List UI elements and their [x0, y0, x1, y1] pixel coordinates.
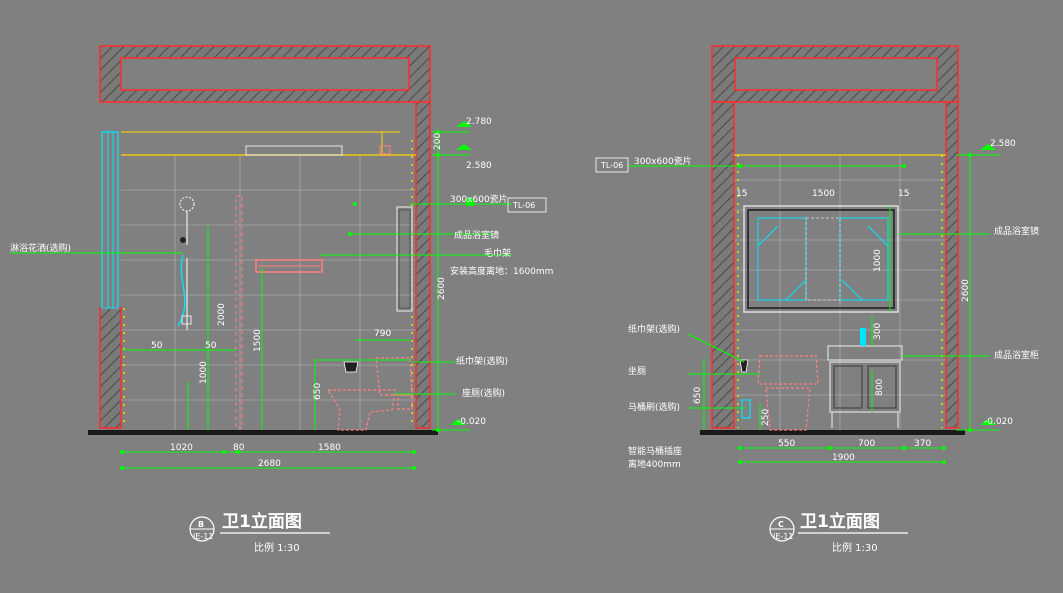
dimension-lines-c — [628, 154, 1000, 463]
level-top: 2.780 — [466, 117, 492, 127]
badge-letter-b: B — [198, 520, 204, 529]
left-wall — [99, 307, 122, 429]
dim-550-c: 550 — [778, 439, 795, 449]
dim-1000: 1000 — [199, 361, 209, 384]
mirror-cabinet — [743, 205, 899, 313]
dim-650-c: 650 — [693, 387, 703, 404]
label-paper: 纸巾架(选购) — [456, 355, 508, 367]
vanity-cabinet — [827, 345, 903, 428]
label-toilet-c: 坐厕 — [628, 366, 646, 377]
right-wall-c — [945, 101, 959, 429]
dim-50a: 50 — [151, 341, 163, 351]
dimension-lines-b — [10, 131, 512, 469]
label-tile-code-c: TL-06 — [600, 161, 623, 170]
left-wall-c — [711, 101, 735, 429]
tile-grid — [121, 155, 416, 430]
dim-700-c: 700 — [858, 439, 875, 449]
level-ceiling-c: 2.580 — [990, 139, 1016, 149]
dim-1500-c: 1500 — [812, 189, 835, 199]
label-brush-c: 马桶刷(选购) — [628, 401, 680, 413]
beam-void — [120, 57, 410, 91]
beam-void-c — [734, 57, 938, 91]
label-towel-note: 安装高度离地：1600mm — [450, 265, 553, 277]
dim-2000: 2000 — [217, 303, 227, 326]
label-towel: 毛巾架 — [484, 247, 511, 259]
window — [101, 131, 119, 309]
dim-2680: 2680 — [258, 459, 281, 469]
mirror-cabinet-side — [396, 206, 413, 312]
dim-2600: 2600 — [437, 277, 447, 300]
title-b: 卫1立面图 — [222, 511, 302, 532]
badge-letter-c: C — [778, 520, 784, 529]
label-tile-code: TL-06 — [512, 201, 535, 210]
label-toilet: 座厕(选购) — [462, 387, 505, 399]
floor-slab — [88, 430, 438, 435]
title-c: 卫1立面图 — [800, 511, 880, 532]
dim-15a: 15 — [736, 189, 747, 199]
elevation-b: 2.780 2.580 -0.020 200 2600 2000 1000 15… — [10, 45, 553, 554]
level-ceiling: 2.580 — [466, 161, 492, 171]
level-floor: -0.020 — [457, 417, 486, 427]
label-paper-c: 纸巾架(选购) — [628, 323, 680, 335]
elevation-c: 2.580 -0.020 15 1500 15 1000 300 800 260… — [595, 45, 1039, 554]
label-smart2-c: 离地400mm — [628, 458, 681, 470]
dim-1900-c: 1900 — [832, 453, 855, 463]
label-smart1-c: 智能马桶插座 — [628, 445, 682, 457]
badge-sheet-c: IE-11 — [773, 532, 793, 541]
shower-set — [177, 196, 195, 330]
dim-50b: 50 — [205, 341, 217, 351]
dim-250-c: 250 — [761, 409, 771, 426]
dim-1580: 1580 — [318, 443, 341, 453]
dim-800-c: 800 — [875, 379, 885, 396]
scale-c: 比例 1:30 — [832, 541, 878, 554]
toilet-side — [326, 357, 413, 431]
dim-1020: 1020 — [170, 443, 193, 453]
dim-200: 200 — [433, 133, 443, 150]
floor-slab-c — [700, 430, 965, 435]
label-vanity-c: 成品浴室柜 — [994, 349, 1039, 361]
label-mirror-c: 成品浴室镜 — [994, 225, 1039, 237]
dim-2600-c: 2600 — [961, 279, 971, 302]
towel-rack — [255, 259, 323, 273]
dim-650: 650 — [313, 383, 323, 400]
label-tile-c: 300x600瓷片 — [634, 155, 692, 167]
dim-80: 80 — [233, 443, 245, 453]
dim-1000-c: 1000 — [873, 249, 883, 272]
scale-b: 比例 1:30 — [254, 541, 300, 554]
toilet-front — [757, 355, 819, 431]
right-wall — [415, 101, 431, 429]
label-mirror: 成品浴室镜 — [454, 229, 499, 241]
label-shower: 淋浴花洒(选购) — [10, 242, 71, 254]
label-tile: 300x600瓷片 — [450, 193, 508, 205]
dim-1500: 1500 — [253, 329, 263, 352]
dim-300-c: 300 — [873, 323, 883, 340]
dim-15b: 15 — [898, 189, 909, 199]
badge-sheet-b: IE-11 — [193, 532, 213, 541]
dim-790: 790 — [374, 329, 391, 339]
dim-370-c: 370 — [914, 439, 931, 449]
level-floor-c: -0.020 — [984, 417, 1013, 427]
